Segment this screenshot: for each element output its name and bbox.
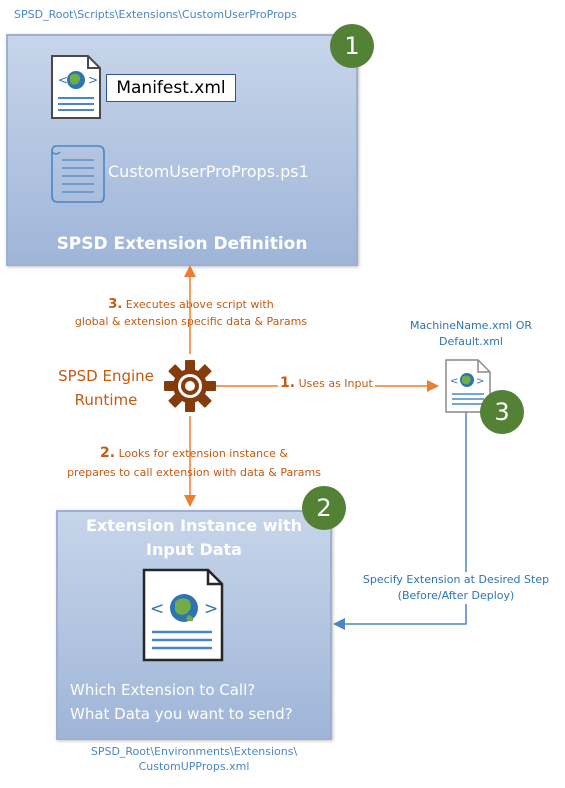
specify-line1: Specify Extension at Desired Step: [362, 573, 550, 586]
extension-definition-box: [6, 34, 358, 266]
definition-title: SPSD Extension Definition: [56, 234, 308, 254]
step1-label: Uses as Input: [298, 377, 373, 390]
engine-label: SPSD Engine Runtime: [48, 364, 164, 412]
instance-path-line1: SPSD_Root\Environments\Extensions\: [90, 745, 298, 758]
specify-line2: (Before/After Deploy): [397, 589, 515, 602]
step1-text: 1. Uses as Input: [278, 375, 375, 391]
config-file-label: MachineName.xml OR Default.xml: [396, 318, 546, 350]
step3-line2: global & extension specific data & Param…: [74, 315, 308, 328]
step2-number: 2.: [100, 445, 116, 461]
step3-number: 3.: [108, 297, 123, 312]
instance-title-line2: Input Data: [146, 540, 242, 559]
instance-path-label: SPSD_Root\Environments\Extensions\ Custo…: [56, 744, 332, 774]
step-badge-2: 2: [302, 486, 346, 530]
definition-path-label: SPSD_Root\Scripts\Extensions\CustomUserP…: [14, 8, 297, 21]
step-badge-1: 1: [330, 24, 374, 68]
specify-extension-label: Specify Extension at Desired Step (Befor…: [356, 572, 556, 604]
instance-question-2: What Data you want to send?: [70, 705, 293, 723]
step2-text: 2. Looks for extension instance & prepar…: [44, 444, 344, 482]
manifest-file-label: Manifest.xml: [106, 74, 236, 102]
config-file-line1: MachineName.xml OR: [409, 319, 533, 332]
step-badge-3: 3: [480, 390, 524, 434]
step3-line1: Executes above script with: [125, 298, 274, 311]
step2-line1: Looks for extension instance &: [118, 447, 288, 460]
config-file-line2: Default.xml: [439, 335, 503, 348]
engine-label-line2: Runtime: [74, 391, 138, 409]
instance-questions: Which Extension to Call? What Data you w…: [70, 678, 293, 726]
instance-question-1: Which Extension to Call?: [70, 681, 256, 699]
step3-text: 3. Executes above script with global & e…: [60, 296, 322, 330]
engine-label-line1: SPSD Engine: [58, 367, 154, 385]
script-file-label: CustomUserProProps.ps1: [108, 162, 309, 181]
instance-path-line2: CustomUPProps.xml: [138, 760, 250, 773]
svg-text:<: <: [450, 376, 458, 387]
instance-title: Extension Instance with Input Data: [56, 514, 332, 562]
svg-text:>: >: [476, 376, 484, 387]
step1-number: 1.: [280, 375, 296, 391]
instance-title-line1: Extension Instance with: [85, 516, 302, 535]
step2-line2: prepares to call extension with data & P…: [67, 466, 321, 479]
